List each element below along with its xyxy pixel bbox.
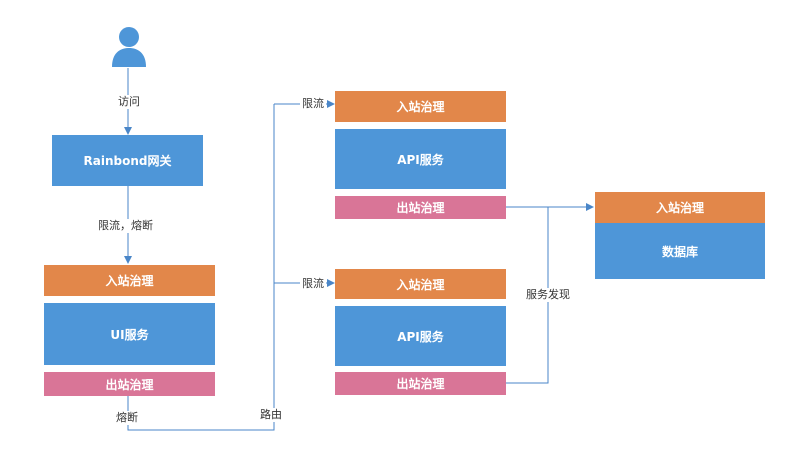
edge-label-ratelimit-top: 限流 — [300, 97, 326, 111]
edge-label-route: 路由 — [258, 408, 284, 422]
edge-api-bottom-to-db — [506, 207, 549, 384]
api-top-outbound-governance: 出站治理 — [335, 196, 506, 219]
edge-label-ratelimit-fuse: 限流，熔断 — [96, 219, 155, 233]
user-icon — [112, 27, 146, 67]
api-bottom-service-node: API服务 — [335, 306, 506, 366]
database-inbound-governance: 入站治理 — [595, 192, 765, 223]
api-top-service-node: API服务 — [335, 129, 506, 189]
edge-label-discovery: 服务发现 — [524, 288, 572, 302]
database-node: 数据库 — [595, 223, 765, 279]
edge-label-ratelimit-bottom: 限流 — [300, 277, 326, 291]
api-top-inbound-governance: 入站治理 — [335, 91, 506, 122]
api-bottom-outbound-governance: 出站治理 — [335, 372, 506, 395]
api-bottom-inbound-governance: 入站治理 — [335, 269, 506, 299]
gateway-node: Rainbond网关 — [52, 135, 203, 186]
ui-service-node: UI服务 — [44, 303, 215, 365]
edge-label-visit: 访问 — [116, 95, 142, 109]
edge-label-fuse: 熔断 — [114, 411, 140, 425]
ui-inbound-governance: 入站治理 — [44, 265, 215, 296]
ui-outbound-governance: 出站治理 — [44, 372, 215, 396]
